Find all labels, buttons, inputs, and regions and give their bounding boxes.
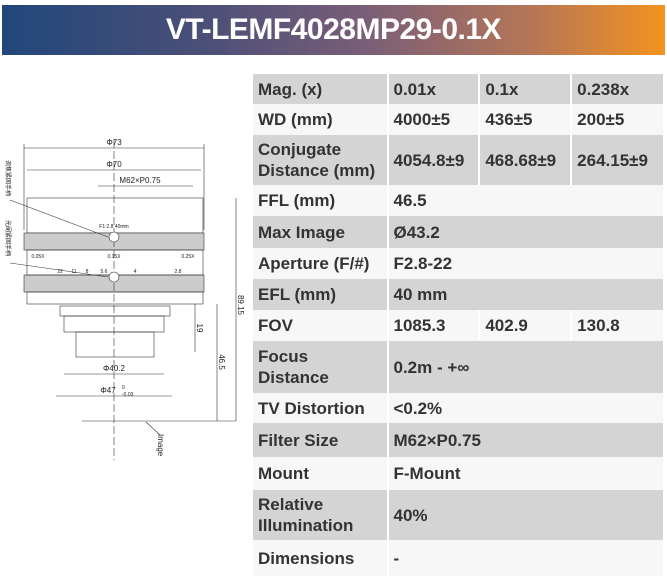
spec-value: 4000±5 [386,104,480,135]
spec-label: Relative Illumination [253,490,388,540]
spec-value: 436±5 [478,104,572,135]
focus-lock-note: 调焦紧固手柄 [4,160,12,196]
spec-row: TV Distortion<0.2% [253,393,663,423]
image-label: Image [156,434,165,457]
spec-label: Focus Distance [253,341,388,393]
spec-label: Dimensions [253,540,388,576]
spec-value: - [386,540,663,576]
f-scale-mark: 8 [86,269,89,275]
mag-scale-mark: 0.15X [107,254,121,260]
spec-value: F2.8-22 [386,248,663,279]
spec-value: 0.1x [478,74,572,104]
lens-dimension-drawing: Φ73 Φ70 M62×P0.75 F1:2.8 40mm 0.05X 0.15… [4,138,245,460]
f-scale-mark: 11 [71,269,76,275]
spec-value: 40% [386,490,663,540]
dim-d73: Φ73 [106,138,122,147]
tol-top: 0 [122,385,125,391]
product-title: VT-LEMF4028MP29-0.1X [165,13,502,46]
f-scale-mark: 4 [134,269,137,275]
f-scale-mark: 5.6 [101,269,108,275]
spec-value: M62×P0.75 [386,423,663,457]
spec-value: 40 mm [386,279,663,310]
spec-label: Conjugate Distance (mm) [253,135,388,185]
tol-bot: -0.03 [122,392,134,398]
spec-label: Max Image [253,216,388,248]
spec-value: 1085.3 [386,310,480,341]
spec-value: 0.2m - +∞ [386,341,663,393]
dim-h465: 46.5 [217,354,226,370]
dim-h19: 19 [195,324,204,333]
spec-label: TV Distortion [253,393,388,423]
dim-d402: Φ40.2 [103,364,126,373]
ring-text: F1:2.8 40mm [99,224,128,230]
mag-scale-mark: 0.05X [31,254,45,260]
iris-lock-note: 光阑紧固手柄 [4,220,12,256]
spec-value: 200±5 [570,104,663,135]
spec-value: 4054.8±9 [386,135,480,185]
spec-label: WD (mm) [253,104,388,135]
spec-label: Filter Size [253,423,388,457]
mag-scale-mark: 0.25X [181,254,195,260]
spec-label: Mag. (x) [253,74,388,104]
f-scale-mark: 2.8 [175,269,182,275]
spec-row: Dimensions- [253,540,663,576]
title-banner: VT-LEMF4028MP29-0.1X [2,5,665,55]
dim-d47: Φ47 [100,386,116,395]
spec-value: 0.01x [386,74,480,104]
spec-row: FFL (mm)46.5 [253,185,663,216]
spec-value: 130.8 [570,310,663,341]
spec-label: FFL (mm) [253,185,388,216]
spec-row: Aperture (F/#)F2.8-22 [253,248,663,279]
dim-d70: Φ70 [106,160,122,169]
spec-value: 468.68±9 [478,135,572,185]
spec-row: EFL (mm)40 mm [253,279,663,310]
spec-value: F-Mount [386,457,663,490]
spec-value: 402.9 [478,310,572,341]
spec-label: Aperture (F/#) [253,248,388,279]
spec-label: FOV [253,310,388,341]
spec-value: 0.238x [570,74,663,104]
spec-label: Mount [253,457,388,490]
spec-value: 264.15±9 [570,135,663,185]
spec-value: <0.2% [386,393,663,423]
spec-value: 46.5 [386,185,663,216]
spec-value: Ø43.2 [386,216,663,248]
spec-label: EFL (mm) [253,279,388,310]
dim-h8915: 89.15 [236,295,245,316]
dim-thread: M62×P0.75 [119,176,161,185]
f-scale-mark: 22 [57,269,63,275]
